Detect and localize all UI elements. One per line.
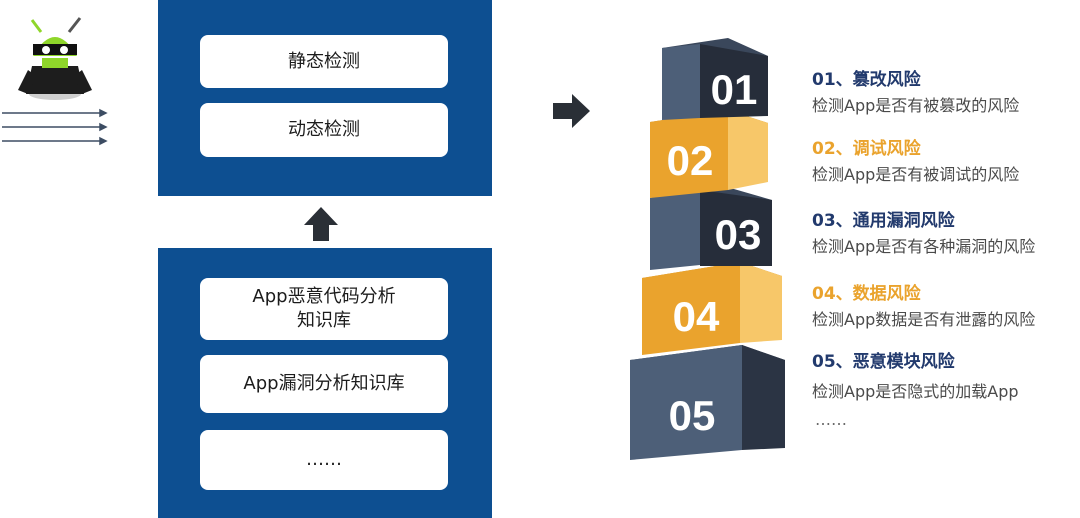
static-detection-box: 静态检测 (200, 35, 448, 88)
risk-desc-04: 检测App数据是否有泄露的风险 (812, 310, 1036, 329)
risk-title-02: 02、调试风险 (812, 139, 921, 159)
risk-ellipsis: …… (815, 410, 847, 429)
risk-title-04: 04、数据风险 (812, 284, 921, 304)
knowledge-panel: App恶意代码分析 知识库 App漏洞分析知识库 …… (158, 248, 492, 518)
android-ninja-icon (14, 14, 96, 102)
block-label-02: 02 (667, 137, 714, 184)
block-label-01: 01 (711, 66, 758, 113)
speed-lines-icon (0, 108, 110, 148)
risk-title-05: 05、恶意模块风险 (812, 352, 955, 372)
block-03: 03 (650, 185, 772, 270)
block-label-05: 05 (669, 392, 716, 439)
arrow-up-icon (302, 205, 340, 243)
block-05: 05 (630, 345, 785, 460)
risk-desc-05: 检测App是否隐式的加载App (812, 382, 1019, 401)
block-01: 01 (662, 38, 768, 120)
more-kb-box: …… (200, 430, 448, 490)
vulnerability-kb-box: App漏洞分析知识库 (200, 355, 448, 413)
risk-block-stack: 05 04 03 02 01 (630, 38, 785, 460)
block-02: 02 (650, 110, 768, 198)
risk-desc-01: 检测App是否有被篡改的风险 (812, 96, 1020, 115)
block-label-03: 03 (715, 211, 762, 258)
risk-desc-03: 检测App是否有各种漏洞的风险 (812, 237, 1036, 256)
malicious-code-kb-box: App恶意代码分析 知识库 (200, 278, 448, 340)
risk-title-03: 03、通用漏洞风险 (812, 211, 955, 231)
block-04: 04 (642, 262, 782, 355)
risk-title-01: 01、篡改风险 (812, 70, 921, 90)
dynamic-detection-box: 动态检测 (200, 103, 448, 157)
arrow-right-icon (550, 92, 592, 130)
risk-desc-02: 检测App是否有被调试的风险 (812, 165, 1020, 184)
block-label-04: 04 (673, 293, 720, 340)
detection-panel: 静态检测 动态检测 (158, 0, 492, 196)
